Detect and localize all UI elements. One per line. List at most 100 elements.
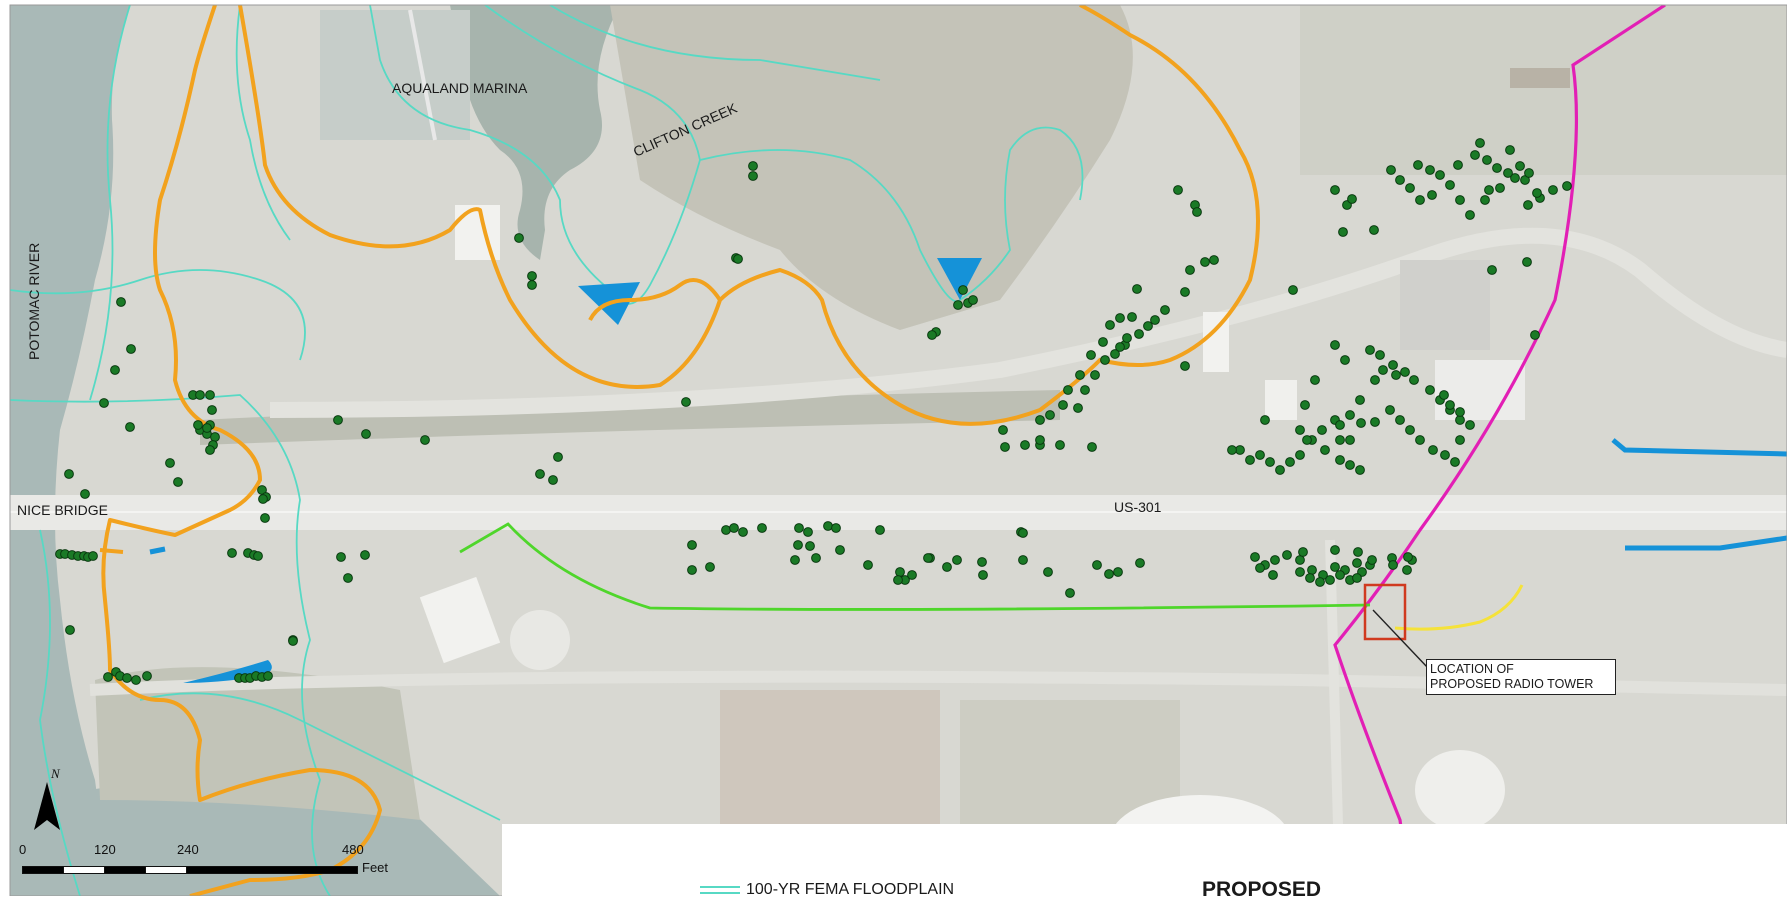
tree-point bbox=[1353, 547, 1363, 557]
tree-point bbox=[1355, 395, 1365, 405]
tree-point bbox=[1482, 155, 1492, 165]
tree-point bbox=[1127, 312, 1137, 322]
tree-point bbox=[738, 527, 748, 537]
tree-point bbox=[1090, 370, 1100, 380]
tree-point bbox=[1073, 403, 1083, 413]
tree-point bbox=[687, 565, 697, 575]
tree-point bbox=[131, 675, 141, 685]
tree-point bbox=[811, 553, 821, 563]
north-arrow-letter: N bbox=[50, 766, 61, 781]
tree-point bbox=[110, 365, 120, 375]
tree-point bbox=[1340, 355, 1350, 365]
tree-point bbox=[1465, 420, 1475, 430]
tree-point bbox=[64, 469, 74, 479]
tree-point bbox=[1080, 385, 1090, 395]
tree-point bbox=[895, 567, 905, 577]
wetland-polygon bbox=[937, 258, 982, 300]
tree-point bbox=[1522, 257, 1532, 267]
wetland-line bbox=[1625, 535, 1787, 551]
tree-point bbox=[1439, 390, 1449, 400]
tree-point bbox=[1173, 185, 1183, 195]
tree-point bbox=[1115, 342, 1125, 352]
tree-point bbox=[1370, 375, 1380, 385]
tree-point bbox=[1100, 355, 1110, 365]
tree-point bbox=[1425, 385, 1435, 395]
tree-point bbox=[514, 233, 524, 243]
tree-point bbox=[1245, 455, 1255, 465]
tree-point bbox=[126, 344, 136, 354]
tree-point bbox=[1445, 400, 1455, 410]
storage-tank bbox=[510, 610, 570, 670]
tree-point bbox=[952, 555, 962, 565]
tree-point bbox=[1275, 465, 1285, 475]
tree-point bbox=[1315, 577, 1325, 587]
tree-point bbox=[1135, 558, 1145, 568]
floodplain-boundary bbox=[10, 5, 1084, 896]
tree-point bbox=[1335, 570, 1345, 580]
tree-point bbox=[1409, 375, 1419, 385]
callout-line-1: LOCATION OF bbox=[1430, 662, 1514, 676]
tree-point bbox=[794, 523, 804, 533]
tree-point bbox=[205, 445, 215, 455]
scale-segment bbox=[63, 866, 105, 874]
tree-point bbox=[99, 398, 109, 408]
tree-point bbox=[757, 523, 767, 533]
tree-point bbox=[1455, 407, 1465, 417]
building bbox=[455, 205, 500, 260]
radio-tower-location-marker[interactable] bbox=[1363, 583, 1407, 641]
north-arrow: N bbox=[34, 766, 61, 830]
legend-floodplain-label: 100-YR FEMA FLOODPLAIN bbox=[746, 881, 955, 898]
tree-point bbox=[1385, 405, 1395, 415]
tree-point bbox=[748, 171, 758, 181]
potomac-river-label: POTOMAC RIVER bbox=[26, 243, 42, 360]
tree-point bbox=[1487, 265, 1497, 275]
tree-point bbox=[205, 390, 215, 400]
tree-point bbox=[1378, 365, 1388, 375]
field-ne bbox=[1300, 5, 1787, 175]
tree-point bbox=[103, 672, 113, 682]
tree-point bbox=[687, 540, 697, 550]
tree-point bbox=[977, 557, 987, 567]
storage-tank bbox=[1415, 750, 1505, 830]
tree-point bbox=[1335, 455, 1345, 465]
tree-point bbox=[953, 300, 963, 310]
tree-point bbox=[893, 575, 903, 585]
tree-point bbox=[823, 521, 833, 531]
tree-point bbox=[1192, 207, 1202, 217]
tree-point bbox=[1523, 200, 1533, 210]
tree-point bbox=[1428, 445, 1438, 455]
tree-point bbox=[1086, 350, 1096, 360]
tree-point bbox=[343, 573, 353, 583]
tree-point bbox=[1310, 375, 1320, 385]
tree-point bbox=[165, 458, 175, 468]
tree-point bbox=[193, 420, 203, 430]
tree-point bbox=[942, 562, 952, 572]
tree-point bbox=[803, 527, 813, 537]
scale-segment bbox=[186, 866, 358, 874]
tree-point bbox=[1180, 287, 1190, 297]
tree-point bbox=[1065, 588, 1075, 598]
legend-proposed-heading: PROPOSED bbox=[1202, 878, 1322, 901]
tree-point bbox=[1298, 547, 1308, 557]
clifton-creek-water bbox=[450, 5, 620, 260]
scale-tick-0: 0 bbox=[19, 842, 27, 857]
tree-point bbox=[748, 161, 758, 171]
tree-point bbox=[1104, 569, 1114, 579]
scale-segment bbox=[104, 866, 146, 874]
tree-point bbox=[1235, 445, 1245, 455]
tree-point bbox=[1405, 425, 1415, 435]
tree-point bbox=[923, 553, 933, 563]
tree-point bbox=[1317, 425, 1327, 435]
tree-point bbox=[1087, 442, 1097, 452]
tree-point bbox=[1335, 420, 1345, 430]
scale-tick-480: 480 bbox=[342, 842, 364, 857]
tree-point bbox=[1200, 257, 1210, 267]
tree-point bbox=[1058, 400, 1068, 410]
tree-point bbox=[1055, 440, 1065, 450]
tree-point bbox=[1440, 450, 1450, 460]
tree-point bbox=[1355, 465, 1365, 475]
scale-segment bbox=[22, 866, 64, 874]
tree-point bbox=[527, 271, 537, 281]
wetland-line bbox=[1611, 438, 1787, 457]
